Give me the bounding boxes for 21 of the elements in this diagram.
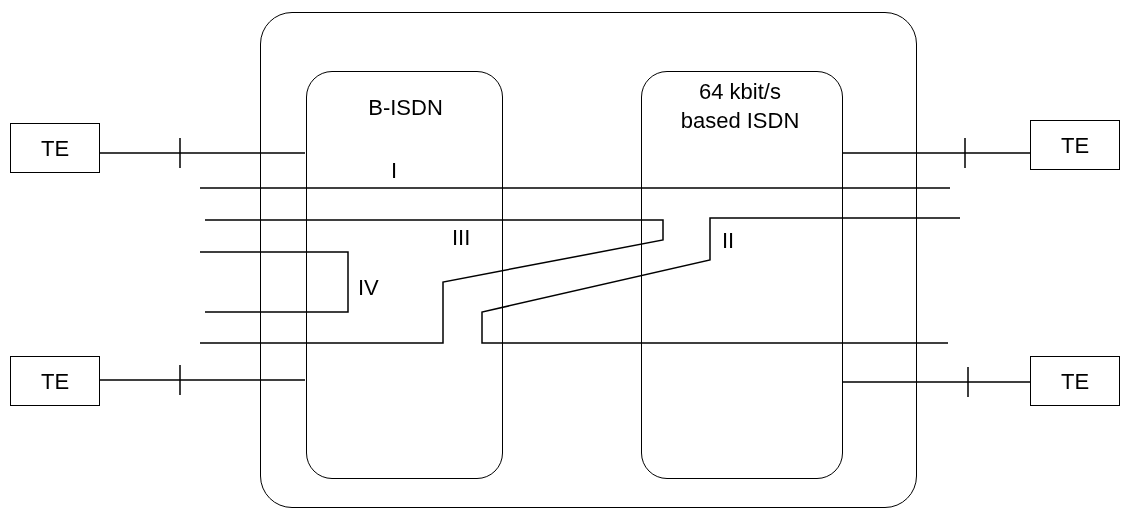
reference-point-line xyxy=(841,366,1031,398)
path-label: III xyxy=(452,225,471,251)
path-label: IV xyxy=(358,275,379,301)
node-label: TE xyxy=(39,368,71,396)
node-label: TE xyxy=(39,135,71,163)
node-label: TE xyxy=(1059,368,1091,396)
terminal-box xyxy=(1030,120,1120,170)
node-label: B-ISDN xyxy=(367,94,444,122)
path-label: II xyxy=(722,228,735,254)
terminal-box xyxy=(1030,356,1120,406)
terminal-box xyxy=(10,356,100,406)
node-label: TE xyxy=(1059,132,1091,160)
reference-point-line xyxy=(841,137,1031,169)
network-box xyxy=(306,71,503,479)
reference-point-line xyxy=(99,364,306,396)
terminal-box xyxy=(10,123,100,173)
node-label: 64 kbit/s based ISDN xyxy=(679,78,801,135)
network-box xyxy=(641,71,843,479)
network-boundary-box xyxy=(260,12,917,508)
path-label: I xyxy=(391,158,398,184)
reference-point-line xyxy=(99,137,306,169)
